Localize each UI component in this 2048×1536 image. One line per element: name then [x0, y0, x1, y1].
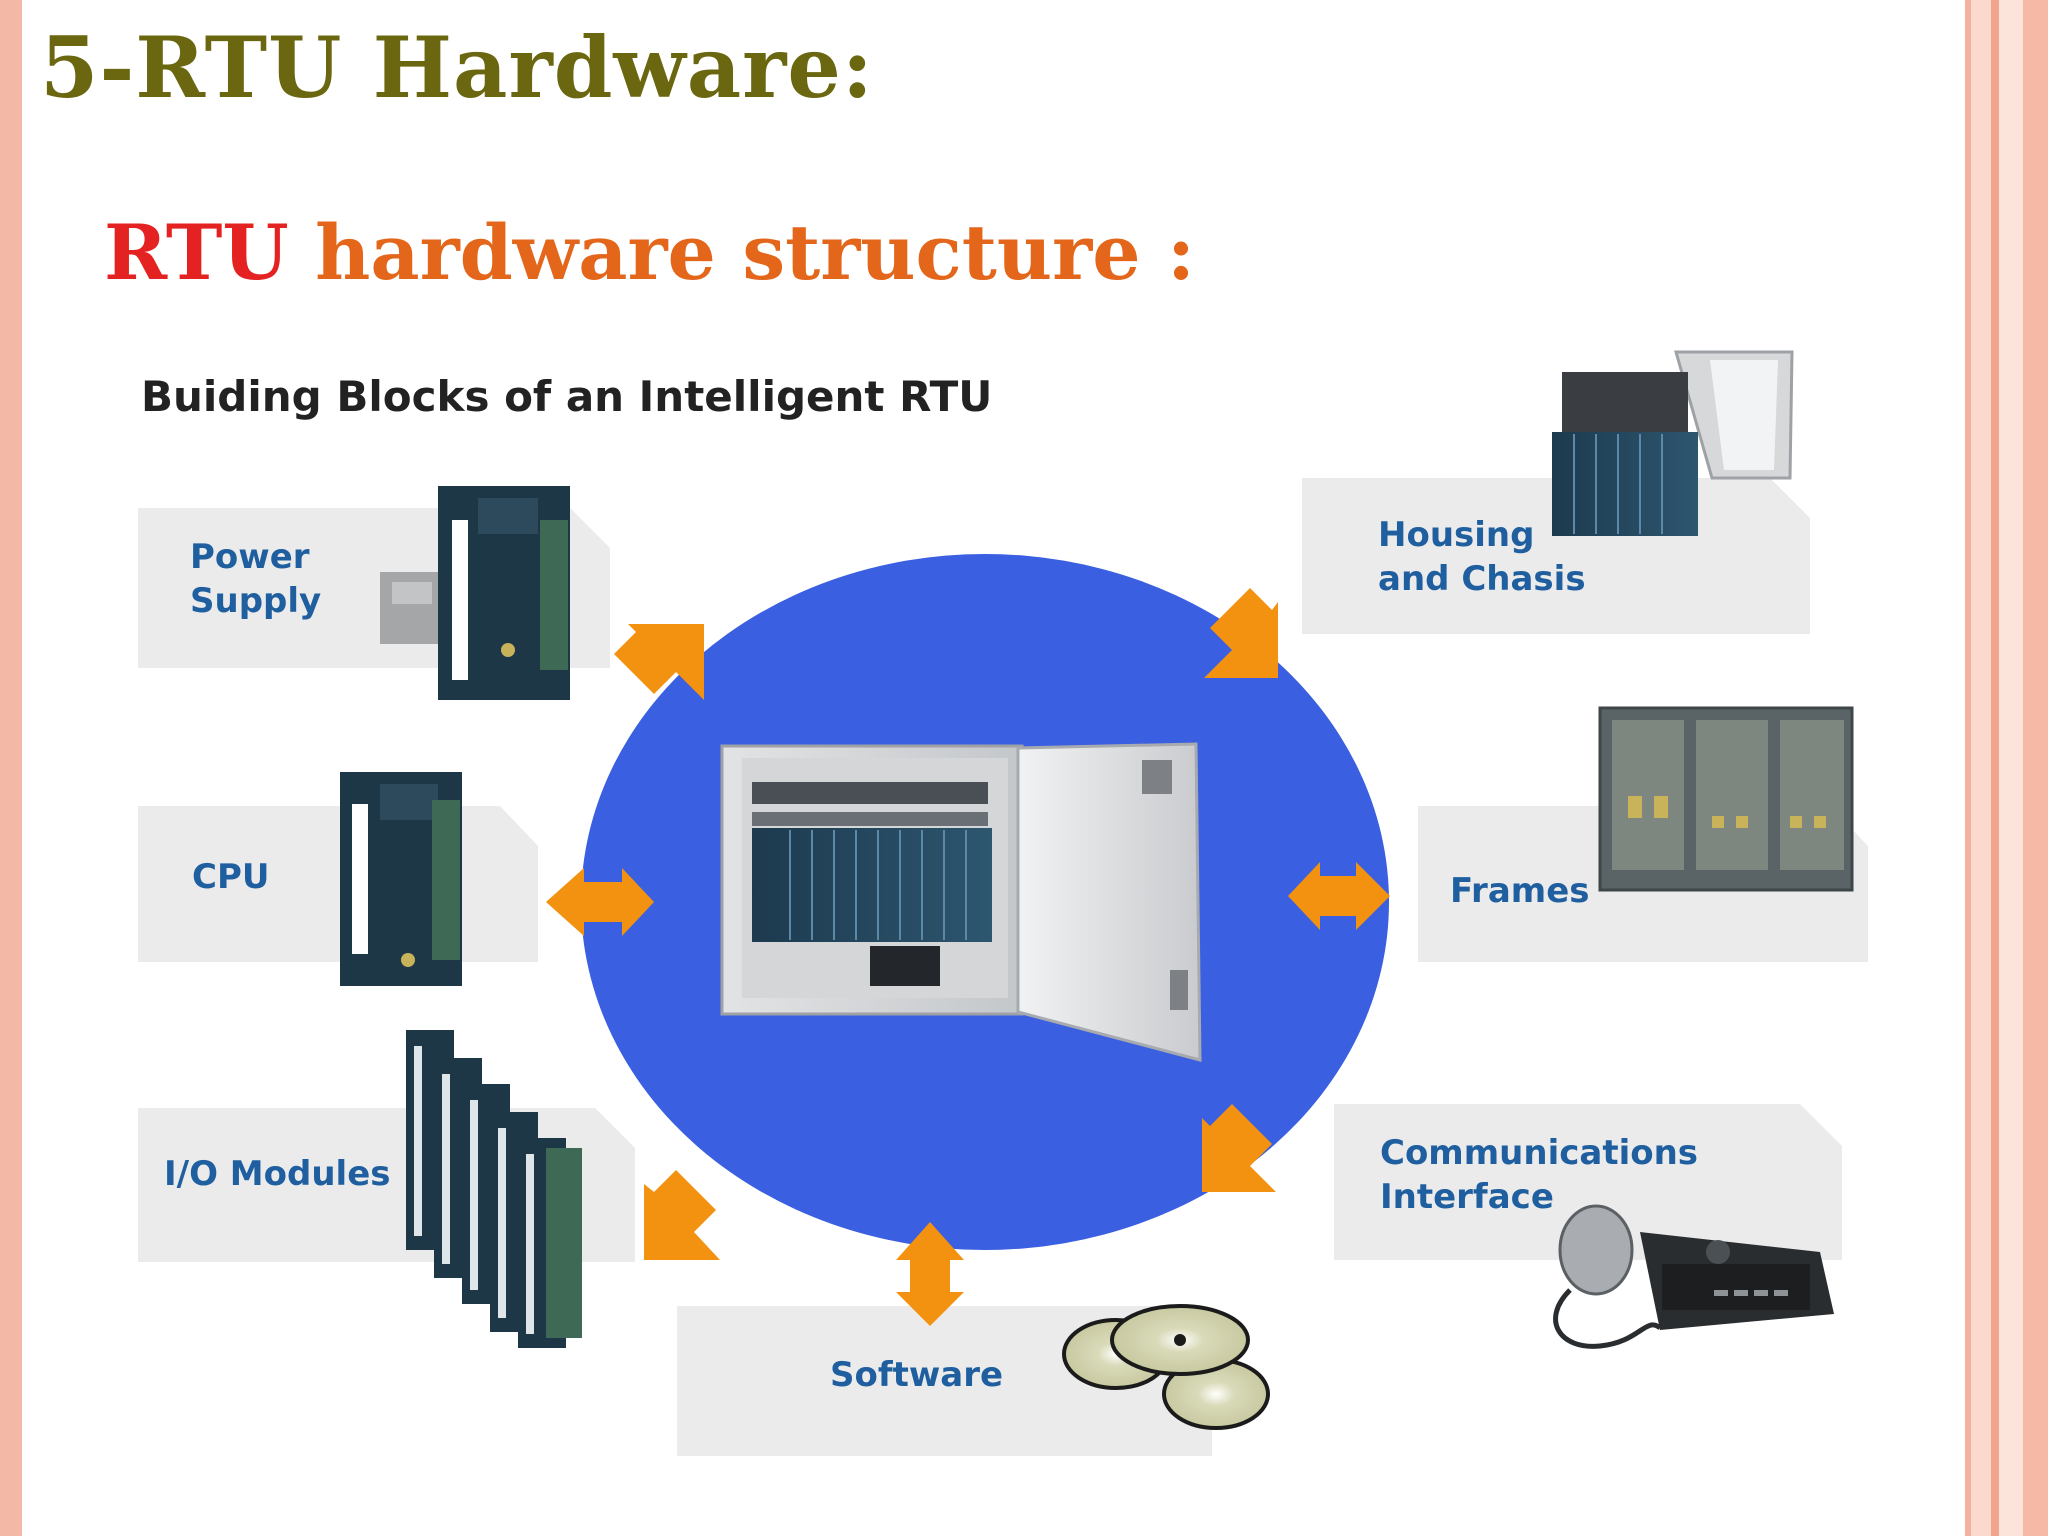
communications-radio-image	[1553, 1204, 1834, 1349]
arrow-communications	[1202, 1104, 1276, 1192]
arrow-cpu	[546, 868, 654, 936]
left-border	[0, 0, 22, 1536]
software-discs-image	[1062, 1304, 1270, 1430]
slide-title: 5-RTU Hardware:	[40, 18, 874, 117]
communications-label-line2: Interface	[1380, 1177, 1554, 1217]
right-border	[1963, 0, 2048, 1536]
cpu-image	[340, 772, 462, 986]
housing-label-line1: Housing	[1378, 515, 1534, 555]
arrows	[546, 588, 1390, 1326]
housing-label-line2: and Chasis	[1378, 559, 1586, 599]
io-modules-image	[406, 1030, 582, 1348]
slide-subtitle: RTU hardware structure :	[104, 208, 1195, 297]
subtitle-hardware-structure: hardware structure :	[315, 208, 1196, 297]
subtitle-rtu: RTU	[104, 208, 289, 297]
radio-microphone	[1558, 1204, 1634, 1296]
cabinet-door	[1016, 742, 1202, 1062]
door-hinge	[1170, 970, 1188, 1010]
software-label: Software	[830, 1355, 1003, 1395]
arrow-housing	[1204, 588, 1278, 678]
io-modules-label: I/O Modules	[164, 1154, 391, 1194]
rtu-cabinet-image	[720, 742, 1202, 1062]
arrow-software	[896, 1222, 964, 1326]
cabinet-rack	[752, 828, 992, 942]
door-latch	[1142, 760, 1172, 794]
cabinet-power-block	[870, 946, 940, 986]
frames-label: Frames	[1450, 871, 1590, 911]
power-supply-image	[380, 486, 570, 700]
arrow-io-modules	[644, 1170, 720, 1260]
arrow-frames	[1288, 862, 1390, 930]
cabinet-rail	[752, 812, 988, 826]
communications-box	[1334, 1104, 1842, 1260]
power-supply-label-line1: Power	[190, 537, 310, 577]
communications-label-line1: Communications	[1380, 1133, 1698, 1173]
housing-image	[1552, 350, 1794, 536]
cpu-label: CPU	[192, 857, 269, 897]
frames-image	[1598, 706, 1854, 892]
arrow-power-supply	[614, 624, 704, 700]
power-supply-label-line2: Supply	[190, 581, 321, 621]
diagram-title: Buiding Blocks of an Intelligent RTU	[141, 372, 993, 421]
cabinet-rail	[752, 782, 988, 804]
